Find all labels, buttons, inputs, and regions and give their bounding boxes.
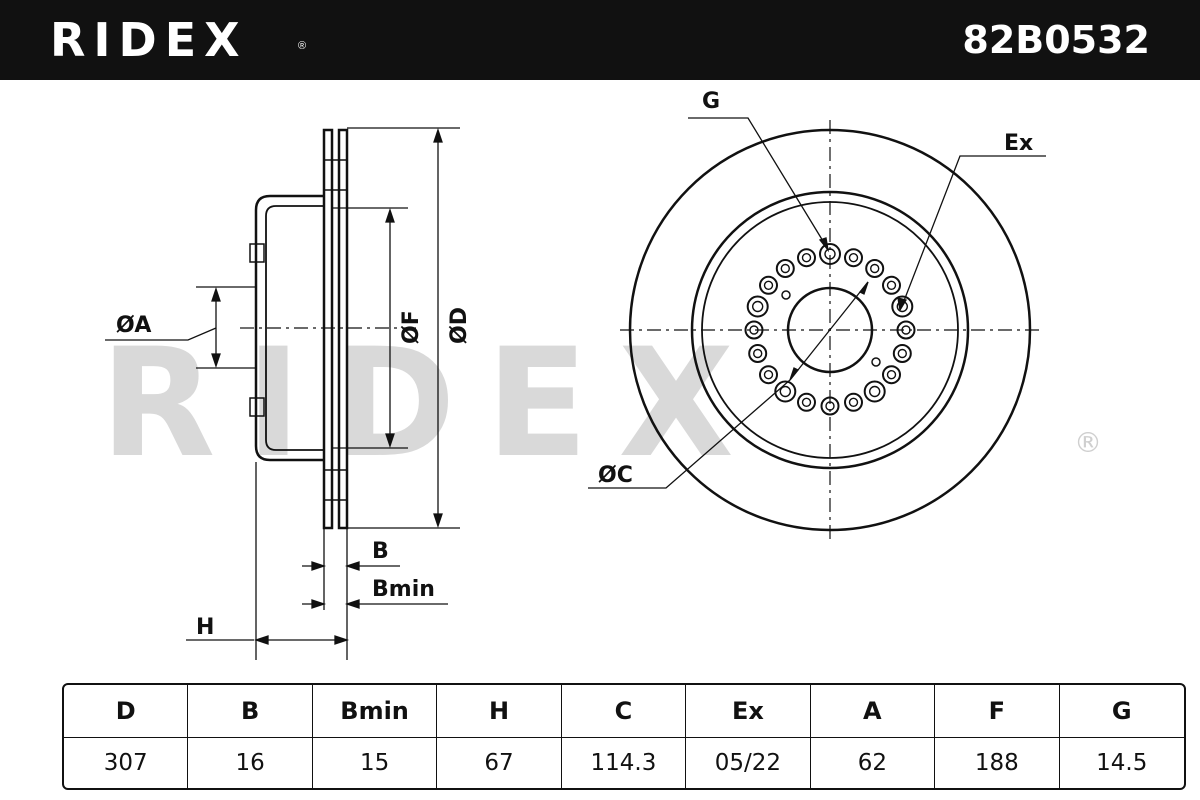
- bolt-hole-inner: [886, 370, 897, 380]
- label-diameter-a: ØA: [116, 313, 151, 338]
- label-diameter-f: ØF: [399, 310, 424, 344]
- value-cell-h: 67: [437, 738, 562, 788]
- value-cell-bmin: 15: [313, 738, 438, 788]
- bolt-hole: [844, 248, 863, 268]
- header-cell-a: A: [810, 685, 936, 738]
- bolt-hole: [746, 295, 769, 318]
- front-leaders: [588, 117, 1046, 489]
- bolt-hole: [797, 248, 816, 268]
- spec-table-header-row: D B Bmin H C Ex A F G: [64, 685, 1184, 738]
- technical-drawing: RIDEX ®: [100, 89, 1102, 660]
- bolt-hole: [759, 275, 778, 295]
- bolt-hole-inner: [779, 385, 791, 398]
- bolt-hole: [748, 344, 768, 363]
- bolt-hole-inner: [763, 370, 774, 380]
- bolt-hole: [774, 380, 797, 403]
- bolt-hole: [891, 295, 914, 318]
- brand-logo: RIDEX: [50, 13, 248, 67]
- bolt-hole-inner: [801, 253, 812, 263]
- bolt-hole: [882, 275, 901, 295]
- label-ex: Ex: [1004, 131, 1033, 156]
- bolt-hole-inner: [824, 248, 836, 260]
- value-cell-b: 16: [188, 738, 313, 788]
- side-dimensions: [105, 127, 460, 660]
- header-cell-b: B: [188, 685, 313, 738]
- bolt-hole: [863, 380, 886, 403]
- watermark-text: RIDEX: [100, 317, 764, 491]
- label-b: B: [372, 539, 389, 564]
- bolt-hole: [892, 344, 912, 363]
- header-cell-bmin: Bmin: [312, 685, 438, 738]
- bolt-hole-inner: [870, 263, 880, 274]
- label-diameter-d: ØD: [447, 307, 472, 344]
- value-cell-ex: 05/22: [686, 738, 811, 788]
- bolt-hole-inner: [869, 385, 881, 398]
- bolt-hole: [882, 365, 901, 385]
- bolt-hole-inner: [886, 280, 897, 290]
- value-cell-c: 114.3: [562, 738, 687, 788]
- value-cell-f: 188: [935, 738, 1060, 788]
- bolt-hole: [844, 392, 863, 412]
- label-bmin: Bmin: [372, 577, 435, 602]
- label-diameter-c: ØC: [598, 463, 633, 488]
- header-cell-ex: Ex: [686, 685, 811, 738]
- bolt-hole: [896, 320, 916, 340]
- side-view: [240, 128, 420, 530]
- bolt-hole-inner: [780, 263, 790, 274]
- watermark-registered-mark: ®: [1074, 426, 1102, 459]
- part-number: 82B0532: [962, 18, 1150, 62]
- bolt-hole: [744, 320, 764, 340]
- spec-table: D B Bmin H C Ex A F G 307 16 15 67 114.3…: [62, 683, 1186, 790]
- header-cell-h: H: [437, 685, 562, 738]
- bolt-hole: [775, 259, 795, 278]
- spec-table-value-row: 307 16 15 67 114.3 05/22 62 188 14.5: [64, 738, 1184, 788]
- bolt-hole-inner: [749, 325, 759, 335]
- bolt-hole-inner: [897, 348, 907, 359]
- header-cell-c: C: [561, 685, 687, 738]
- bolt-hole-inner: [752, 300, 764, 313]
- value-cell-g: 14.5: [1096, 750, 1148, 776]
- header-cell-d: D: [64, 685, 189, 738]
- bolt-hole: [759, 365, 778, 385]
- bolt-hole-inner: [848, 253, 859, 263]
- bolt-hole-inner: [763, 280, 774, 290]
- bolt-hole: [820, 396, 840, 416]
- label-g: G: [702, 89, 720, 114]
- bolt-hole-inner: [801, 397, 812, 407]
- bolt-hole-inner: [753, 348, 763, 359]
- bolt-hole: [865, 259, 885, 278]
- bolt-hole-inner: [825, 401, 835, 411]
- value-cell-a: 62: [811, 738, 936, 788]
- header-cell-f: F: [935, 685, 1060, 738]
- bolt-hole: [819, 243, 841, 265]
- value-cell-d: 307: [64, 738, 189, 788]
- bolt-hole-inner: [901, 325, 911, 335]
- header-bar: RIDEX ® 82B0532: [0, 0, 1200, 80]
- bolt-hole-inner: [848, 397, 859, 407]
- header-cell-g: G: [1059, 685, 1184, 738]
- bolt-hole: [797, 392, 816, 412]
- brand-registered-mark: ®: [298, 40, 307, 52]
- label-h: H: [196, 615, 214, 640]
